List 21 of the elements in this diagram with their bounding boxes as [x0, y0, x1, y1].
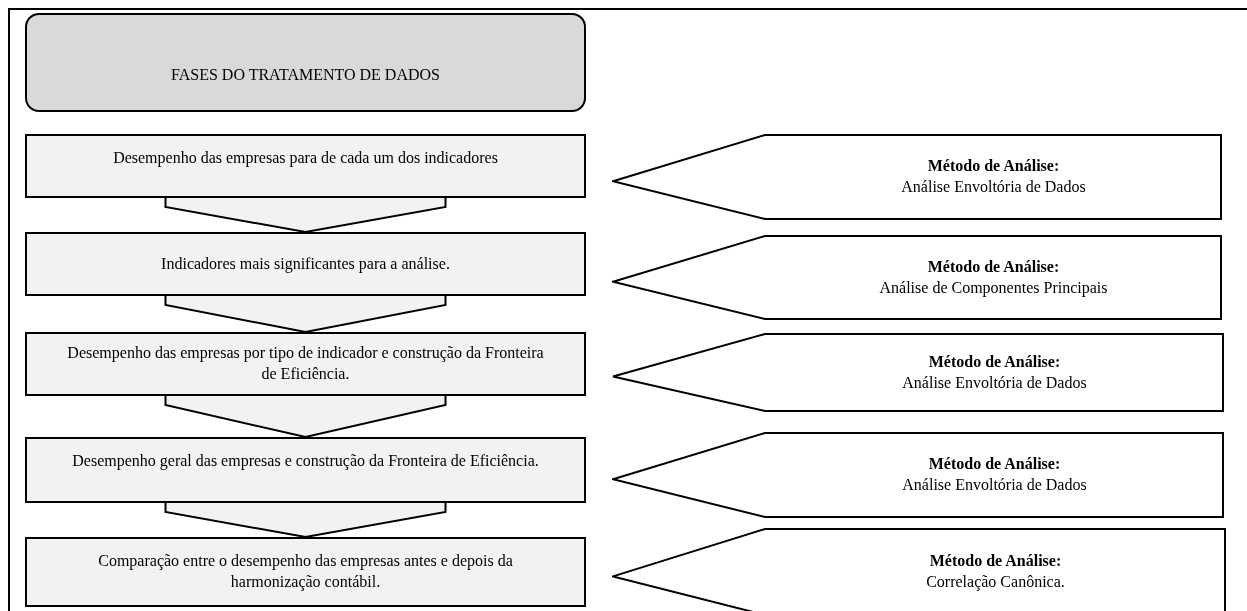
method-heading: Método de Análise:: [927, 256, 1060, 277]
method-heading: Método de Análise:: [927, 156, 1060, 177]
method-name: Análise Envoltória de Dados: [902, 372, 1087, 393]
method-name: Análise Envoltória de Dados: [902, 475, 1087, 495]
method-heading: Método de Análise:: [928, 454, 1061, 475]
chevron-arrow: [164, 295, 447, 333]
phase-text: Comparação entre o desempenho das empresas antes e depois da harmonização contábil.: [97, 551, 514, 593]
chevron-arrow: [164, 502, 447, 538]
method-name: Análise de Componentes Principais: [879, 277, 1108, 299]
method-name: Correlação Canônica.: [926, 572, 1065, 593]
phase-text: Indicadores mais significantes para a análise.: [161, 253, 450, 275]
chevron-arrow: [164, 395, 447, 439]
method-heading: Método de Análise:: [929, 551, 1062, 572]
method-heading: Método de Análise:: [928, 351, 1061, 372]
method-name: Análise Envoltória de Dados: [901, 177, 1086, 197]
title-box: [25, 13, 586, 112]
phase-text: Desempenho das empresas por tipo de indicador e construção da Fronteira de Eficiência.: [66, 343, 545, 384]
phase-text: Desempenho geral das empresas e construção da Fronteira de Eficiência.: [72, 451, 539, 472]
title-text: FASES DO TRATAMENTO DE DADOS: [171, 64, 440, 85]
chevron-arrow: [164, 197, 447, 233]
phase-text: Desempenho das empresas para de cada um dos indicadores: [113, 148, 498, 169]
